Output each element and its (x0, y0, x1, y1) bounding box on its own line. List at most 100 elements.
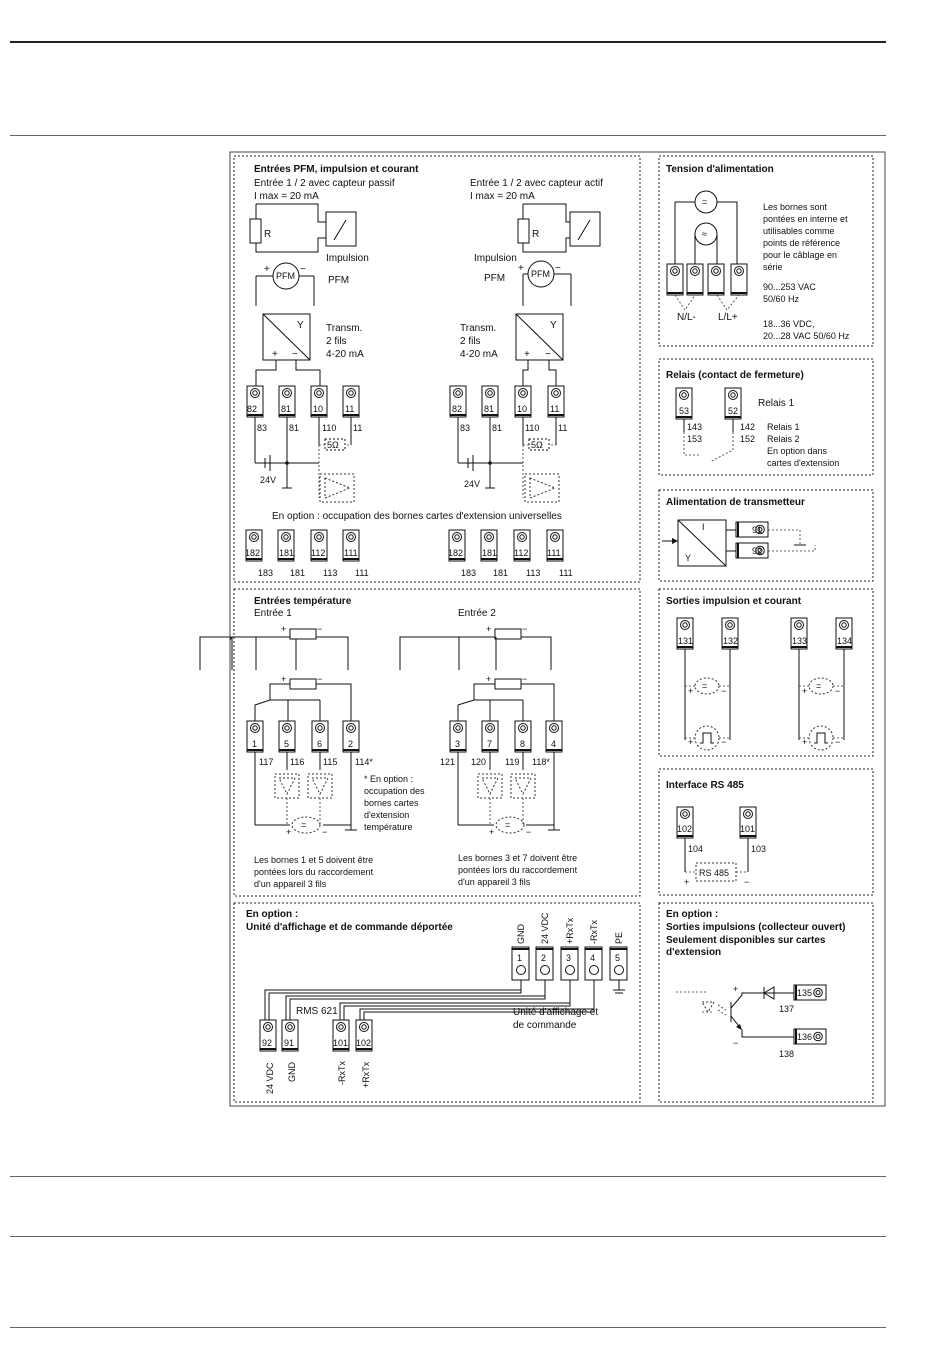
power-desc: utilisables comme (763, 226, 835, 236)
section-rule (10, 135, 886, 136)
passive-sensor: R Impulsion PFM PFM + − (249, 203, 369, 306)
svg-text:=: = (816, 681, 821, 691)
terminal-label: 133 (792, 636, 807, 646)
svg-text:−: − (292, 349, 298, 360)
rs485-label: RS 485 (699, 868, 729, 878)
terminal-label: 132 (723, 636, 738, 646)
transmitter-title: Alimentation de transmetteur (666, 497, 805, 508)
svg-text:+: + (281, 624, 286, 634)
sub-label: 113 (323, 568, 337, 578)
terminal-label: 92 (752, 546, 762, 556)
resistor-value: 5Ω (531, 440, 543, 450)
sub-label: 117 (259, 757, 273, 767)
terminal-label: 8 (520, 739, 525, 749)
bottom-note: d'un appareil 3 fils (458, 877, 531, 887)
terminal-label: 111 (344, 548, 358, 558)
outputs-title: Sorties impulsion et courant (666, 596, 802, 607)
sub-label: 120 (471, 757, 486, 767)
svg-text:=: = (505, 820, 510, 830)
sub-label: 110 (525, 423, 539, 433)
note-text: * En option : (364, 774, 413, 784)
svg-text:−: − (545, 349, 551, 360)
terminal-label: 134 (837, 636, 852, 646)
power-desc: pontées en interne et (763, 214, 848, 224)
transmitter-diagram: I Y 91 92 (662, 519, 816, 567)
svg-text:=: = (702, 681, 707, 691)
sub-label: 119 (505, 757, 519, 767)
remote-title-1: En option : (246, 909, 298, 920)
temp-title: Entrées température (254, 596, 352, 607)
note-text: occupation des (364, 786, 425, 796)
resistor-value: 5Ω (327, 440, 339, 450)
power-ac: 90...253 VAC (763, 282, 816, 292)
ext-terminals-left: 182 181 112 111 183 181 113 111 (245, 529, 369, 578)
pfm-left-caption: Entrée 1 / 2 avec capteur passif (254, 178, 395, 189)
resistor-label: R (264, 229, 271, 240)
sub-label: 121 (440, 757, 455, 767)
terminal-label: 52 (728, 406, 738, 416)
svg-text:+: + (802, 737, 807, 747)
power-dc: 20...28 VAC 50/60 Hz (763, 331, 850, 341)
sub-label: 81 (289, 423, 299, 433)
svg-text:−: − (317, 674, 322, 684)
terminal-label: 3 (566, 953, 571, 963)
terminal-label: 7 (487, 739, 492, 749)
terminal-label: 112 (311, 548, 325, 558)
sub-label: 111 (559, 568, 573, 578)
rs485-box (658, 768, 874, 896)
sub-label: 137 (779, 1004, 794, 1014)
oc-title: Sorties impulsions (collecteur ouvert) (666, 922, 845, 933)
transm-fils: 2 fils (326, 336, 347, 347)
terminal-label: 82 (452, 404, 462, 414)
outputs-diagram: 131 132 133 134 = = +− +− +− +− (676, 617, 853, 751)
svg-text:−: − (322, 827, 327, 837)
header-rule (10, 41, 886, 43)
opencollector-box (658, 902, 874, 1103)
svg-text:+: + (688, 737, 693, 747)
terminal-label: 91 (284, 1038, 294, 1048)
svg-text:+: + (264, 264, 270, 275)
resistor-label: R (532, 229, 539, 240)
transmitter-i: I (702, 522, 705, 532)
pfm-label: PFM (328, 275, 349, 286)
svg-text:+: + (286, 827, 291, 837)
terminal-label: 102 (356, 1038, 371, 1048)
transm-fils: 2 fils (460, 336, 481, 347)
diagram-frame (229, 151, 886, 1107)
transm-label: Transm. (326, 323, 362, 334)
remote-box (233, 902, 641, 1103)
remote-title-2: Unité d'affichage et de commande déporté… (246, 922, 453, 933)
sub-label: 111 (355, 568, 369, 578)
terminal-label: 135 (797, 988, 812, 998)
bottom-note: Les bornes 3 et 7 doivent être (458, 853, 577, 863)
terminal-label: 5 (284, 739, 289, 749)
bottom-note: Les bornes 1 et 5 doivent être (254, 855, 373, 865)
signal-label: 24 VDC (540, 912, 550, 944)
outputs-box (658, 588, 874, 757)
rs485-diagram: 102 101 104 103 RS 485 +− (676, 806, 766, 887)
terminal-label: 3 (455, 739, 460, 749)
unit-label: de commande (513, 1020, 577, 1031)
rms-label: RMS 621 (296, 1006, 338, 1017)
terminal-label: 2 (348, 739, 353, 749)
pfm-terminals-right: 82 81 10 11 83 81 110 11 5Ω 24V (449, 385, 567, 503)
section-rule (10, 1236, 886, 1237)
terminal-label: 6 (317, 739, 322, 749)
voltage-label: 24V (260, 475, 276, 485)
svg-text:−: − (721, 737, 726, 747)
pfm-left-imax: I max = 20 mA (254, 191, 319, 202)
power-desc: Les bornes sont (763, 202, 828, 212)
svg-text:+: + (281, 674, 286, 684)
svg-text:−: − (733, 1038, 738, 1048)
oc-title: Seulement disponibles sur cartes (666, 935, 826, 946)
temp-sensor-2: +− +− 3 7 8 4 121 120 119 118* = +− (399, 624, 578, 887)
terminal-label: 10 (517, 404, 527, 414)
svg-text:+: + (688, 686, 693, 696)
power-desc: série (763, 262, 783, 272)
transm-range: 4-20 mA (326, 349, 364, 360)
pfm-right-caption: Entrée 1 / 2 avec capteur actif (470, 178, 603, 189)
relay-number: 152 (740, 434, 755, 444)
remote-bottom-terminals: 92 91 101 102 24 VDC GND -RxTx +RxTx (259, 1019, 373, 1094)
terminal-label: 112 (514, 548, 528, 558)
relay-number: 142 (740, 422, 755, 432)
